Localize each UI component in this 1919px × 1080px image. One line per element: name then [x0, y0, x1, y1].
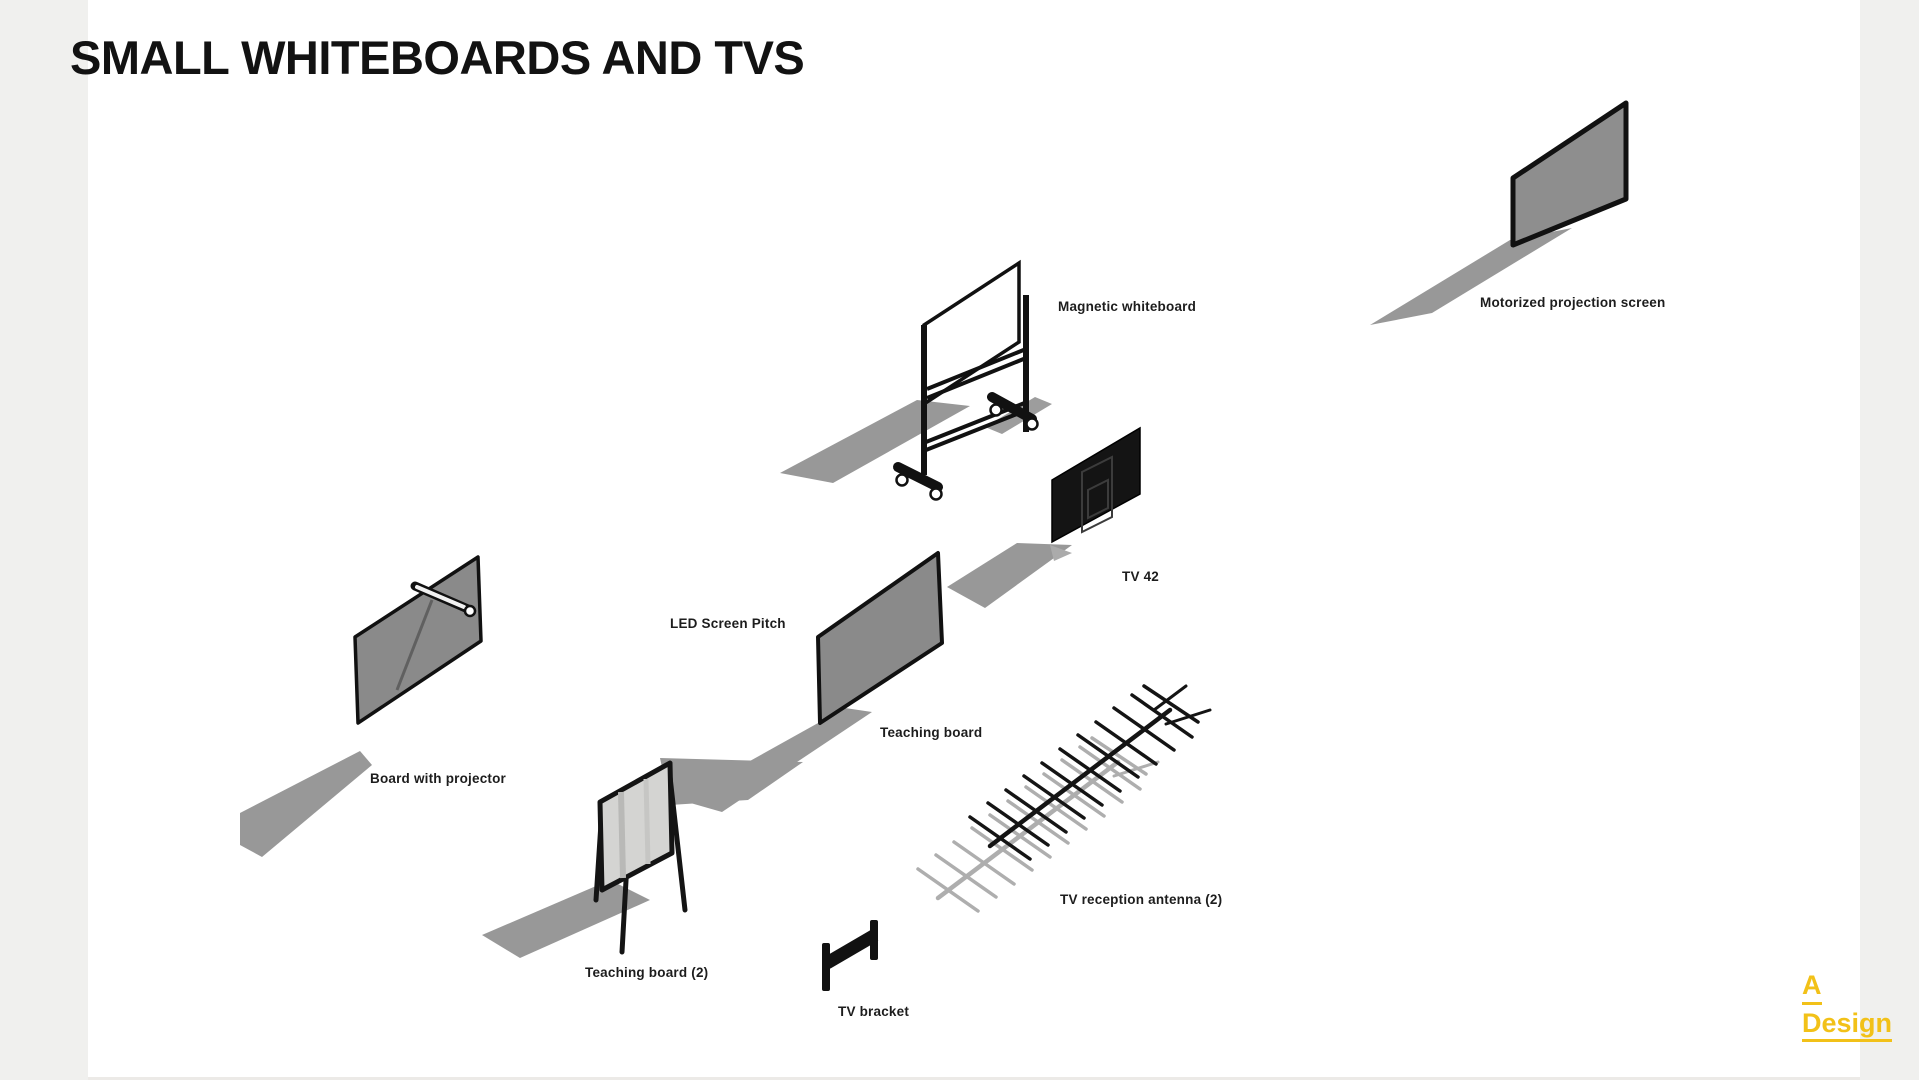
page-title: SMALL WHITEBOARDS AND TVS: [70, 31, 805, 84]
label-tv-bracket: TV bracket: [838, 1004, 910, 1019]
brand-logo-line2: Design: [1802, 1009, 1893, 1043]
teaching-board-2-illustration: [482, 758, 803, 958]
label-motorized-projection-screen: Motorized projection screen: [1480, 295, 1666, 310]
label-teaching-board: Teaching board: [880, 725, 983, 740]
motorized-projection-screen-illustration: [1370, 100, 1629, 325]
brand-logo[interactable]: A Design: [1802, 971, 1893, 1043]
label-tv-42: TV 42: [1122, 569, 1160, 584]
right-margin-strip: [1860, 0, 1919, 1080]
label-teaching-board-2: Teaching board (2): [585, 965, 709, 980]
magnetic-whiteboard-illustration: [780, 259, 1052, 501]
label-led-screen-pitch: LED Screen Pitch: [670, 616, 786, 631]
tv-42-illustration: [947, 426, 1141, 608]
brand-logo-line1: A: [1802, 971, 1892, 1005]
tv-reception-antenna-illustration: [940, 680, 1280, 920]
tv-bracket-illustration: [822, 920, 879, 991]
label-tv-reception-antenna: TV reception antenna (2): [1060, 892, 1223, 907]
bottom-edge-divider: [88, 1077, 1860, 1080]
board-with-projector-illustration: [240, 555, 483, 857]
label-board-with-projector: Board with projector: [370, 771, 507, 786]
left-margin-strip: [0, 0, 88, 1080]
label-magnetic-whiteboard: Magnetic whiteboard: [1058, 299, 1197, 314]
